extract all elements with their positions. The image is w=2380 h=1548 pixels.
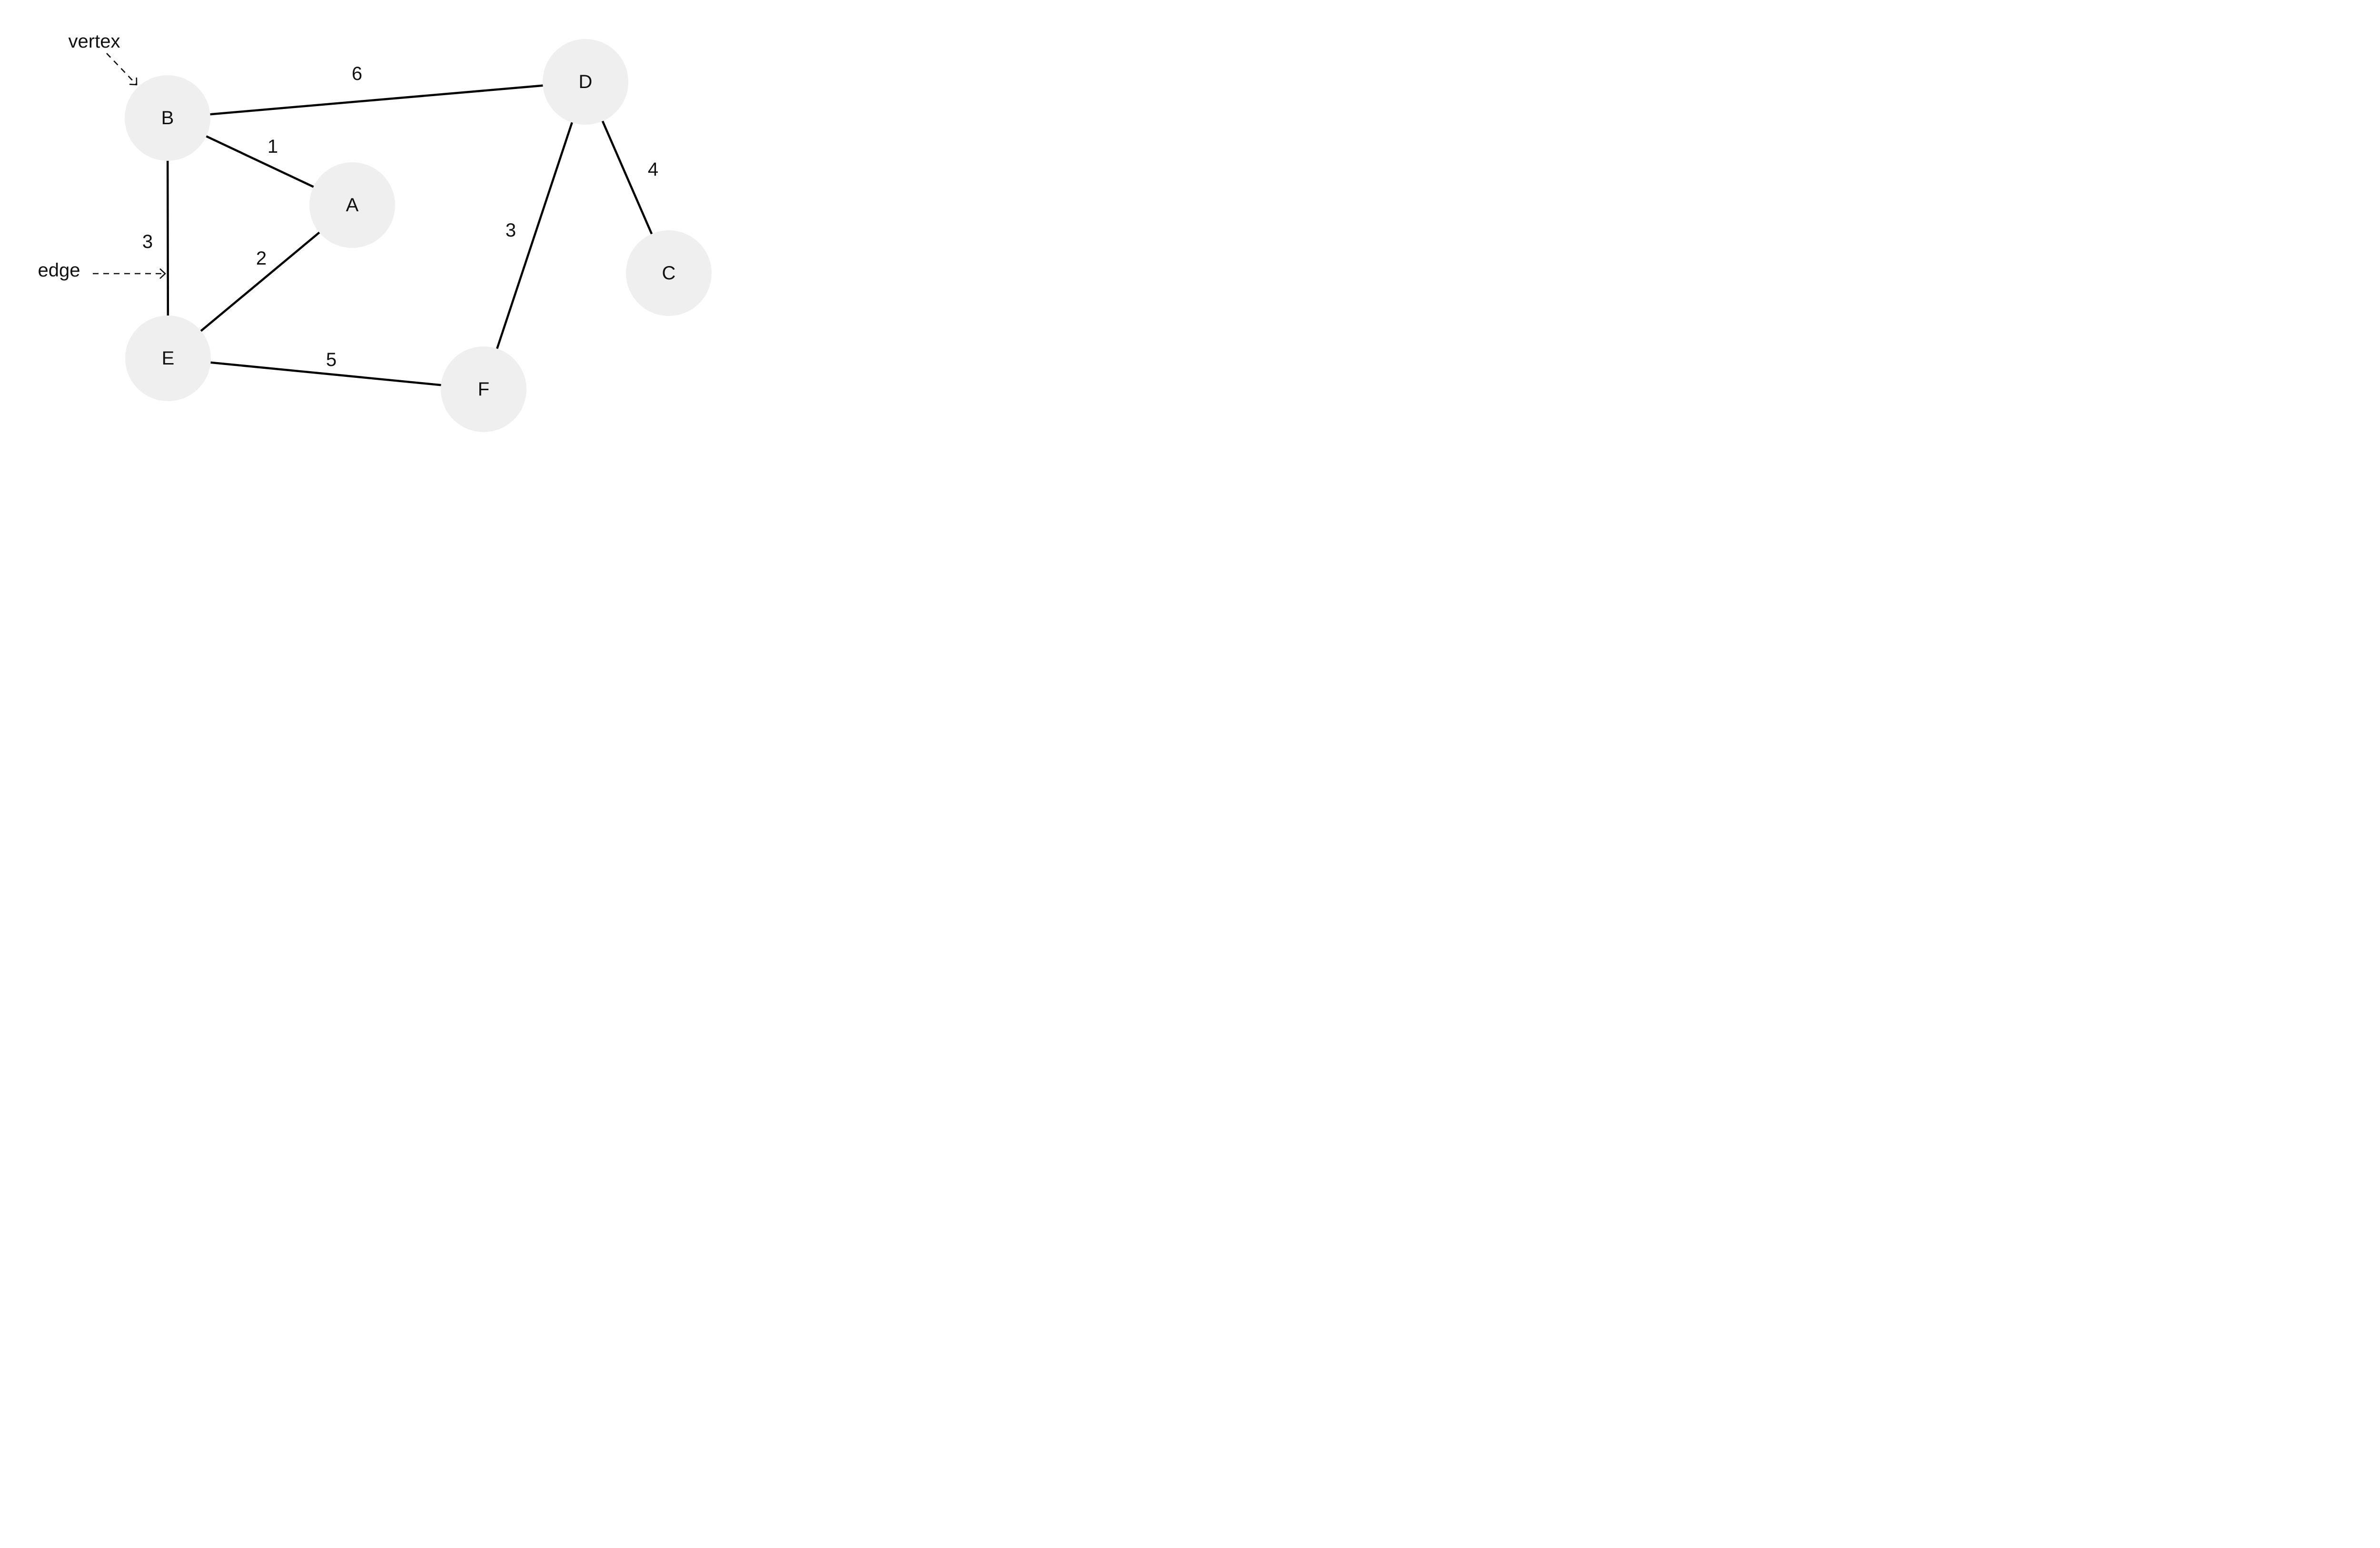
node-E: [125, 316, 211, 401]
edge-weight-E-F: 5: [326, 349, 337, 370]
node-label-F: F: [478, 379, 489, 400]
node-F: [441, 346, 526, 432]
edge-weight-B-D: 6: [352, 63, 362, 84]
edge-weight-B-E: 3: [142, 231, 153, 252]
edge-weight-B-A: 1: [268, 136, 278, 157]
edge-D-F: [482, 80, 587, 391]
edge-weight-A-E: 2: [256, 248, 267, 269]
vertex-label: vertex: [69, 31, 120, 52]
node-label-B: B: [161, 108, 174, 128]
vertex-arrow: [106, 53, 137, 85]
node-label-A: A: [346, 195, 359, 216]
node-B: [125, 75, 210, 161]
edge-B-D: [166, 80, 587, 119]
labels-layer: B D A C E F 6 1 3 2 5 3 4: [142, 63, 676, 400]
graph-diagram: B D A C E F 6 1 3 2 5 3 4 vertex edge: [0, 0, 746, 444]
node-label-C: C: [662, 263, 676, 284]
edge-label: edge: [38, 260, 80, 281]
edge-arrowhead-a: [159, 268, 166, 275]
node-label-D: D: [579, 71, 593, 92]
nodes-layer: [125, 39, 712, 432]
edge-E-F: [167, 357, 485, 391]
node-C: [626, 230, 712, 316]
edge-weight-D-C: 4: [648, 159, 658, 180]
edge-arrowhead-b: [159, 273, 166, 279]
edges-layer: [166, 80, 670, 391]
annotations-layer: vertex edge: [38, 31, 166, 281]
node-label-E: E: [162, 348, 175, 369]
edge-weight-D-F: 3: [506, 220, 516, 241]
graph-svg: B D A C E F 6 1 3 2 5 3 4 vertex edge: [38, 31, 712, 432]
vertex-arrowhead-b: [129, 83, 138, 86]
node-D: [543, 39, 628, 125]
node-A: [309, 162, 395, 248]
